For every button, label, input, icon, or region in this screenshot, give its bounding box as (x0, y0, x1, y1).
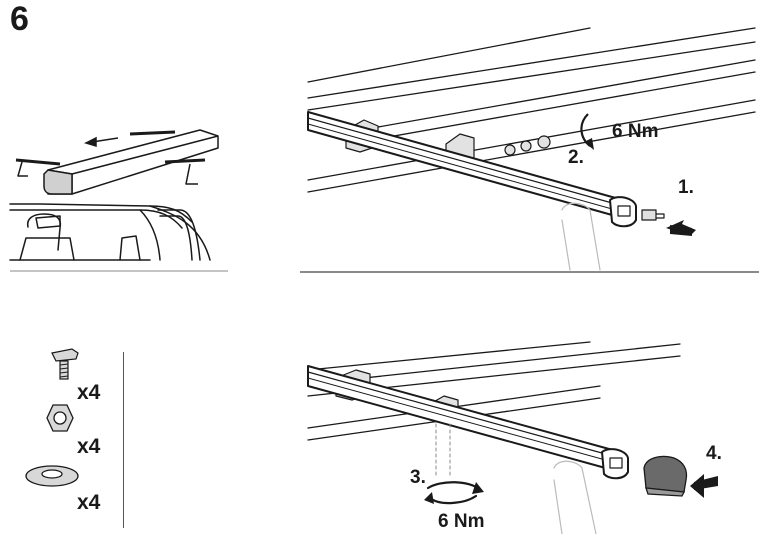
washer-icon (25, 465, 79, 487)
washer-quantity: x4 (77, 491, 101, 514)
rail-endcap-illustration (307, 341, 718, 534)
step-2-label: 2. (568, 147, 584, 168)
nut-icon (46, 404, 74, 432)
step-3-label: 3. (410, 467, 426, 488)
rail-tbolt-insertion-illustration (300, 27, 759, 273)
step-1-label: 1. (678, 177, 694, 198)
nut-quantity: x4 (77, 435, 101, 458)
torque-label-top: 6 Nm (612, 121, 659, 142)
torque-label-bottom: 6 Nm (438, 511, 485, 532)
parts-divider (123, 352, 124, 528)
car-overview-illustration (9, 129, 228, 272)
step-number: 6 (10, 0, 29, 38)
step-4-label: 4. (706, 443, 722, 464)
t-bolt-icon (51, 348, 79, 380)
t-bolt-quantity: x4 (77, 381, 101, 404)
